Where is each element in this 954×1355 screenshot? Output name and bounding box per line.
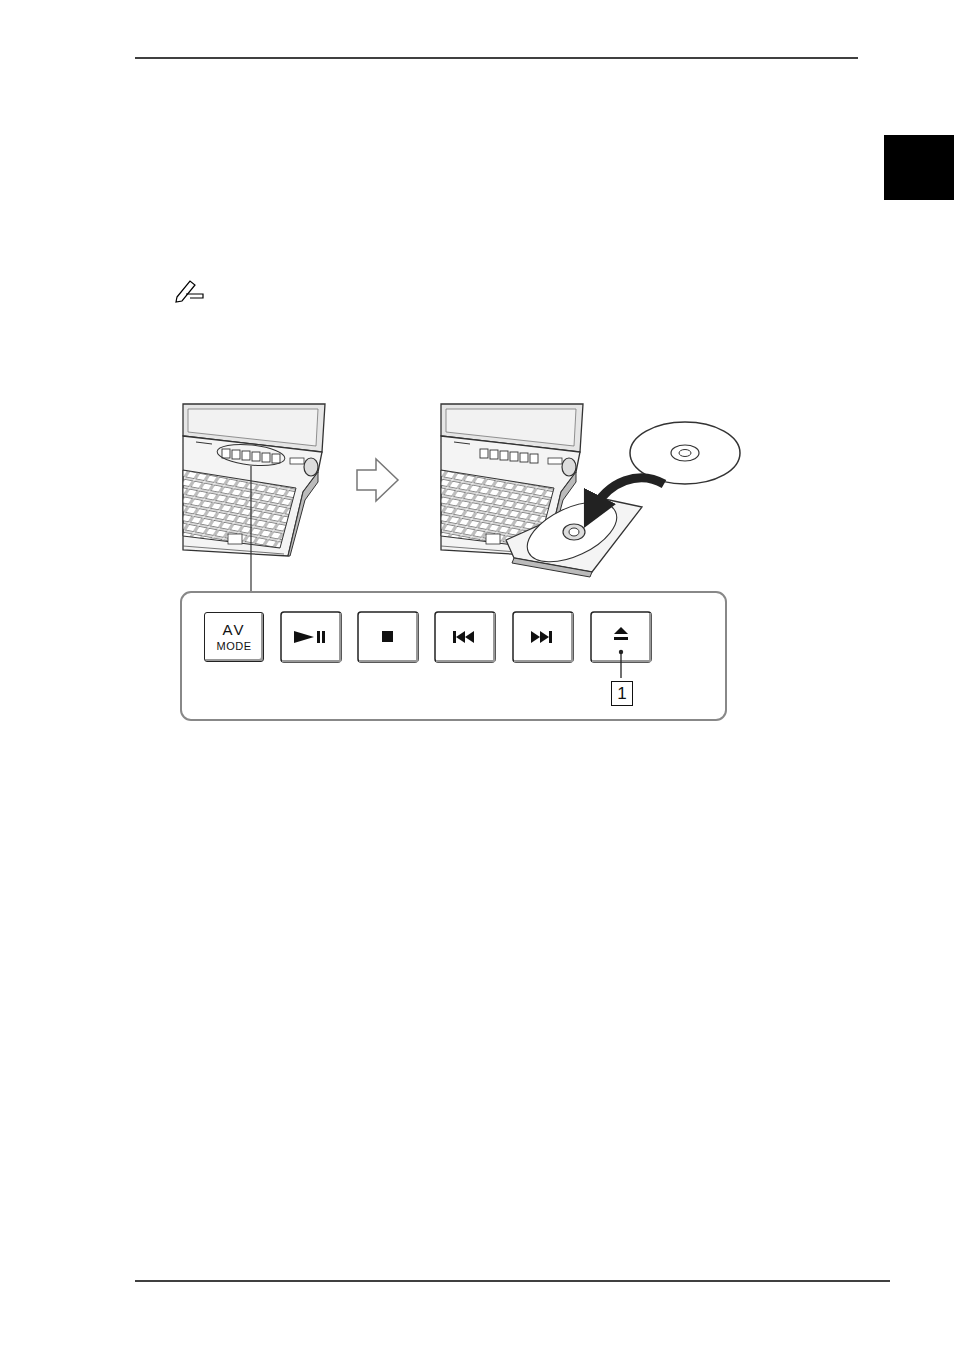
node-text: MODE: [217, 641, 252, 653]
node-text: AV: [223, 622, 246, 638]
callout-number: 1: [611, 681, 633, 706]
node-text: 1: [617, 685, 626, 703]
av-mode-button: AV MODE: [204, 612, 264, 662]
